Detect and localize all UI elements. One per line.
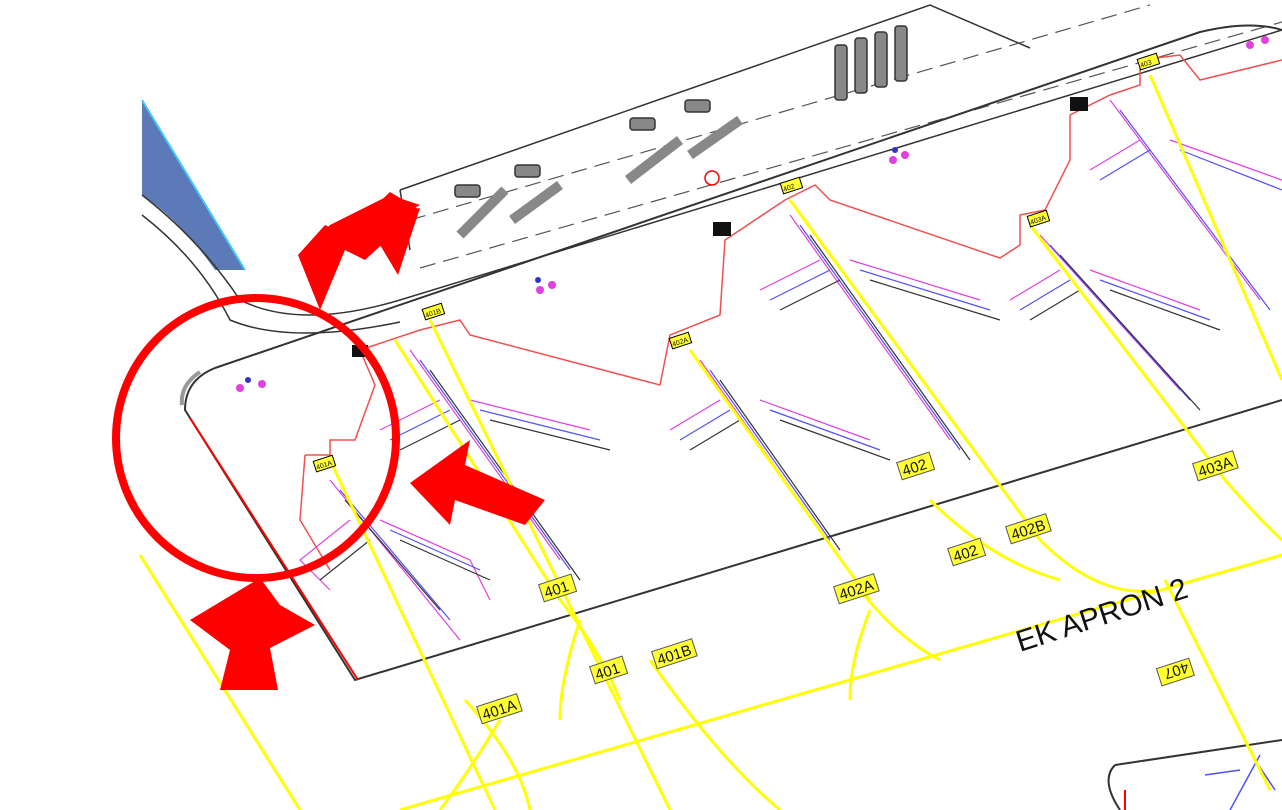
apron-edge [183,24,1282,682]
circle-highlight-icon [112,294,400,582]
stand-labels: 401 401 401A 401B 402 402 402A 402B [476,450,1239,725]
arrow-top [298,192,420,310]
label-402: 402 [900,456,929,480]
label-403A: 403A [1196,454,1235,481]
taxi-lines [138,74,1282,810]
label-402B: 402B [1009,517,1048,544]
svg-text:402A: 402A [671,337,689,349]
magenta-markers [236,36,1269,392]
svg-text:402: 402 [782,183,795,193]
stand-tags: 401A 401B 402A 402 403A 403 [312,52,1161,473]
stand-boundaries [299,54,1282,571]
label-402-lead: 402 [951,542,980,566]
svg-text:401B: 401B [424,308,442,320]
label-401B: 401B [655,642,694,669]
label-401-lead: 401 [593,660,622,684]
ground-equipment [454,25,908,239]
aircraft-bottom-right [1204,754,1276,810]
label-401: 401 [542,578,571,602]
label-407: 407 [1162,658,1191,682]
svg-text:403: 403 [1139,59,1152,69]
svg-text:401A: 401A [315,460,333,472]
apron-title: EK APRON 2 [1012,572,1192,659]
aircraft-group-403 [1009,99,1282,411]
road-dashes [409,4,1282,269]
svg-text:403A: 403A [1029,215,1047,227]
